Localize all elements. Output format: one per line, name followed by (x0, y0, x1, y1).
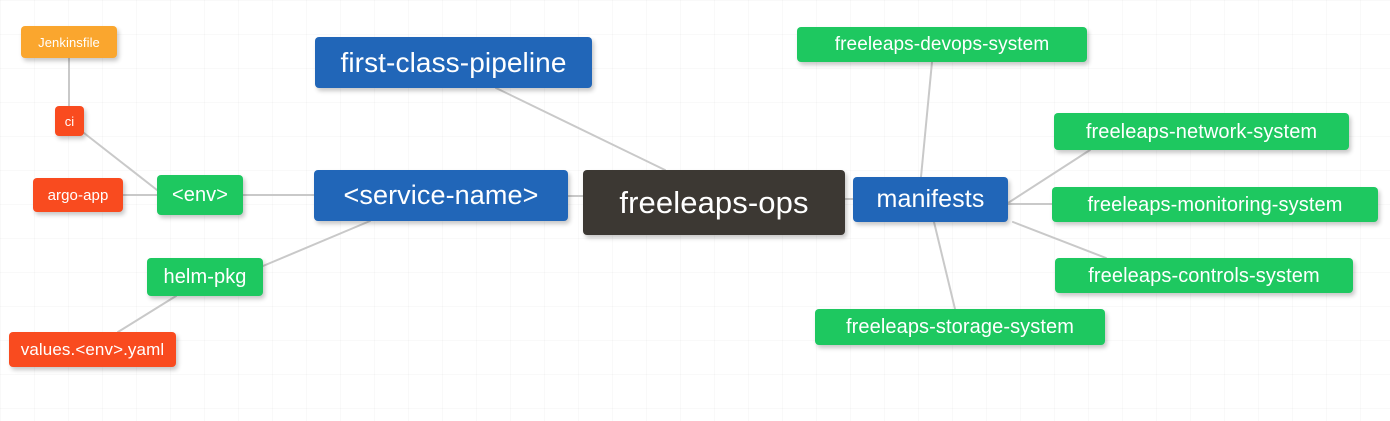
node-jenkinsfile[interactable]: Jenkinsfile (21, 26, 117, 58)
node-service-name[interactable]: <service-name> (314, 170, 568, 221)
node-label: freeleaps-ops (619, 185, 809, 220)
node-label: values.<env>.yaml (20, 340, 165, 359)
node-label: Jenkinsfile (38, 34, 100, 50)
node-freeleaps-ops[interactable]: freeleaps-ops (583, 170, 845, 235)
node-ci[interactable]: ci (55, 106, 84, 136)
node-first-class-pipeline[interactable]: first-class-pipeline (315, 37, 592, 88)
node-label: freeleaps-monitoring-system (1087, 193, 1343, 216)
node-values-env-yaml[interactable]: values.<env>.yaml (9, 332, 176, 367)
node-env[interactable]: <env> (157, 175, 243, 215)
node-label: helm-pkg (163, 266, 247, 288)
node-label: <env> (171, 184, 229, 206)
edge-manifests-to-storage-system (933, 221, 956, 310)
node-label: manifests (876, 185, 985, 213)
edge-helm-pkg-to-values-env-yaml (117, 295, 177, 333)
node-network-system[interactable]: freeleaps-network-system (1054, 113, 1349, 150)
node-label: argo-app (47, 186, 109, 204)
edge-first-class-pipeline-to-freeleaps-ops (495, 87, 666, 171)
node-label: freeleaps-storage-system (845, 316, 1075, 338)
node-devops-system[interactable]: freeleaps-devops-system (797, 27, 1087, 62)
node-helm-pkg[interactable]: helm-pkg (147, 258, 263, 296)
edge-manifests-to-devops-system (920, 61, 933, 178)
node-argo-app[interactable]: argo-app (33, 178, 123, 212)
node-manifests[interactable]: manifests (853, 177, 1008, 222)
node-label: <service-name> (343, 180, 539, 210)
node-label: ci (64, 113, 75, 129)
node-label: freeleaps-controls-system (1088, 264, 1320, 287)
node-controls-system[interactable]: freeleaps-controls-system (1055, 258, 1353, 293)
node-label: freeleaps-devops-system (834, 34, 1050, 55)
edge-manifests-to-controls-system (1012, 221, 1107, 259)
node-label: freeleaps-network-system (1085, 120, 1318, 143)
node-storage-system[interactable]: freeleaps-storage-system (815, 309, 1105, 345)
edge-service-name-to-helm-pkg (262, 220, 371, 267)
node-label: first-class-pipeline (340, 46, 567, 78)
node-monitoring-system[interactable]: freeleaps-monitoring-system (1052, 187, 1378, 222)
